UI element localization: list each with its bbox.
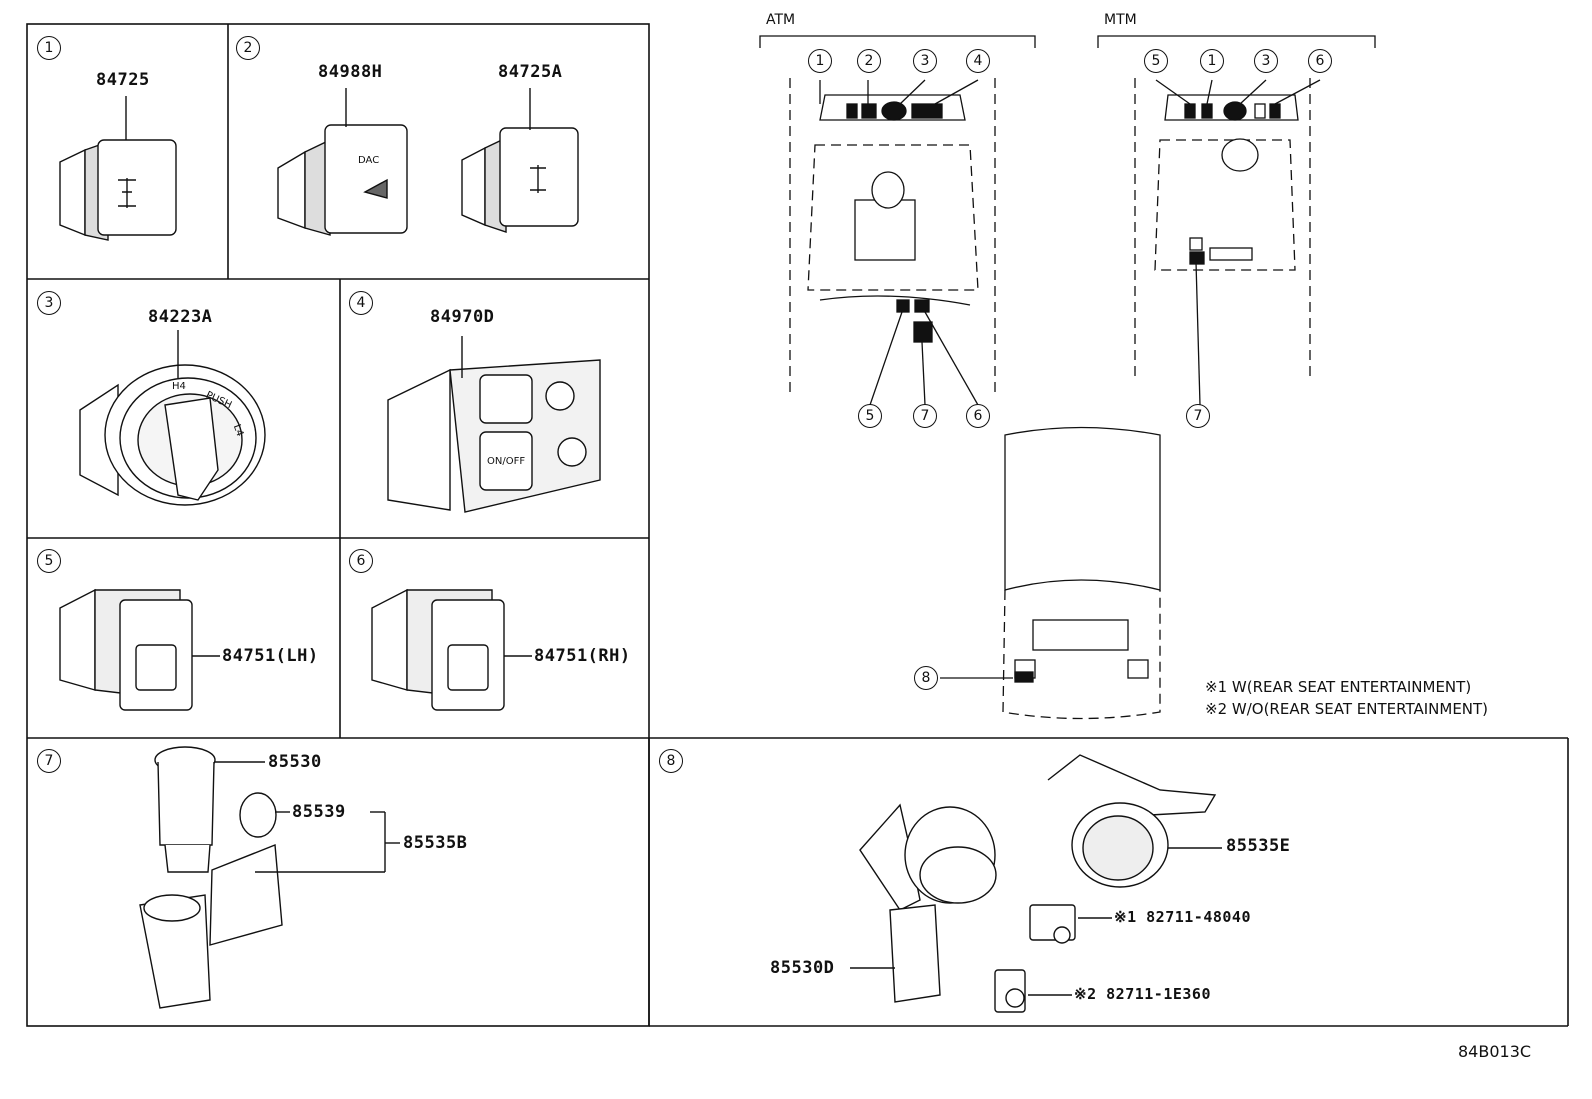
seat-heater-switch-rh-illustration — [371, 588, 532, 711]
cell-ref-1: 1 — [37, 36, 61, 60]
mtm-console-overview — [1097, 35, 1376, 406]
atm-console-overview — [759, 35, 1036, 406]
part-84725a: 84725A — [498, 62, 563, 82]
mtm-ref-7: 7 — [1186, 404, 1210, 428]
dac-text: DAC — [358, 155, 380, 166]
atm-ref-3: 3 — [913, 49, 937, 73]
part-84970d: 84970D — [430, 307, 495, 327]
cell-ref-5: 5 — [37, 549, 61, 573]
note-without-rse: ※2 W/O(REAR SEAT ENTERTAINMENT) — [1205, 700, 1489, 718]
cell-ref-4: 4 — [349, 291, 373, 315]
cell-ref-2: 2 — [236, 36, 260, 60]
part-84725: 84725 — [96, 70, 150, 90]
part-84751-lh: 84751(LH) — [222, 646, 319, 666]
part-84988h: 84988H — [318, 62, 383, 82]
part-85530d: 85530D — [770, 958, 835, 978]
cell-ref-7: 7 — [37, 749, 61, 773]
part-82711-48040: ※1 82711-48040 — [1114, 908, 1251, 926]
on-off-text: ON/OFF — [487, 456, 526, 467]
atm-ref-4: 4 — [966, 49, 990, 73]
note-with-rse: ※1 W(REAR SEAT ENTERTAINMENT) — [1205, 678, 1472, 696]
rear-console-overview — [940, 426, 1161, 720]
rotary-switch-84223a-illustration — [79, 330, 266, 506]
atm-ref-7: 7 — [913, 404, 937, 428]
diagram-code: 84B013C — [1458, 1042, 1532, 1061]
part-85535e: 85535E — [1226, 836, 1291, 856]
switch-84988h-illustration — [277, 88, 408, 236]
part-85539: 85539 — [292, 802, 346, 822]
cell-ref-8: 8 — [659, 749, 683, 773]
switch-84725a-illustration — [461, 88, 579, 233]
rear-ref-8: 8 — [914, 666, 938, 690]
atm-ref-6: 6 — [966, 404, 990, 428]
cell-ref-6: 6 — [349, 549, 373, 573]
switch-84725-illustration — [59, 96, 177, 241]
power-outlet-85535b-illustration — [139, 746, 400, 1009]
h4-text: H4 — [172, 381, 186, 392]
mtm-label: MTM — [1104, 12, 1137, 28]
seat-heater-switch-lh-illustration — [59, 588, 220, 711]
atm-ref-1: 1 — [808, 49, 832, 73]
outlet-85535e-illustration — [1047, 754, 1222, 888]
switch-84970d-illustration — [387, 336, 601, 513]
clip-82711-48040-illustration — [1029, 904, 1112, 944]
atm-ref-2: 2 — [857, 49, 881, 73]
atm-label: ATM — [766, 12, 796, 28]
part-84223a: 84223A — [148, 307, 213, 327]
atm-ref-5: 5 — [858, 404, 882, 428]
cell-ref-3: 3 — [37, 291, 61, 315]
part-85530: 85530 — [268, 752, 322, 772]
part-84751-rh: 84751(RH) — [534, 646, 631, 666]
part-85535b: 85535B — [403, 833, 468, 853]
socket-85530d-illustration — [850, 803, 997, 1003]
mtm-ref-5: 5 — [1144, 49, 1168, 73]
mtm-ref-6: 6 — [1308, 49, 1332, 73]
clip-82711-1e360-illustration — [994, 969, 1072, 1013]
mtm-ref-1: 1 — [1200, 49, 1224, 73]
mtm-ref-3: 3 — [1254, 49, 1278, 73]
part-82711-1e360: ※2 82711-1E360 — [1074, 985, 1211, 1003]
